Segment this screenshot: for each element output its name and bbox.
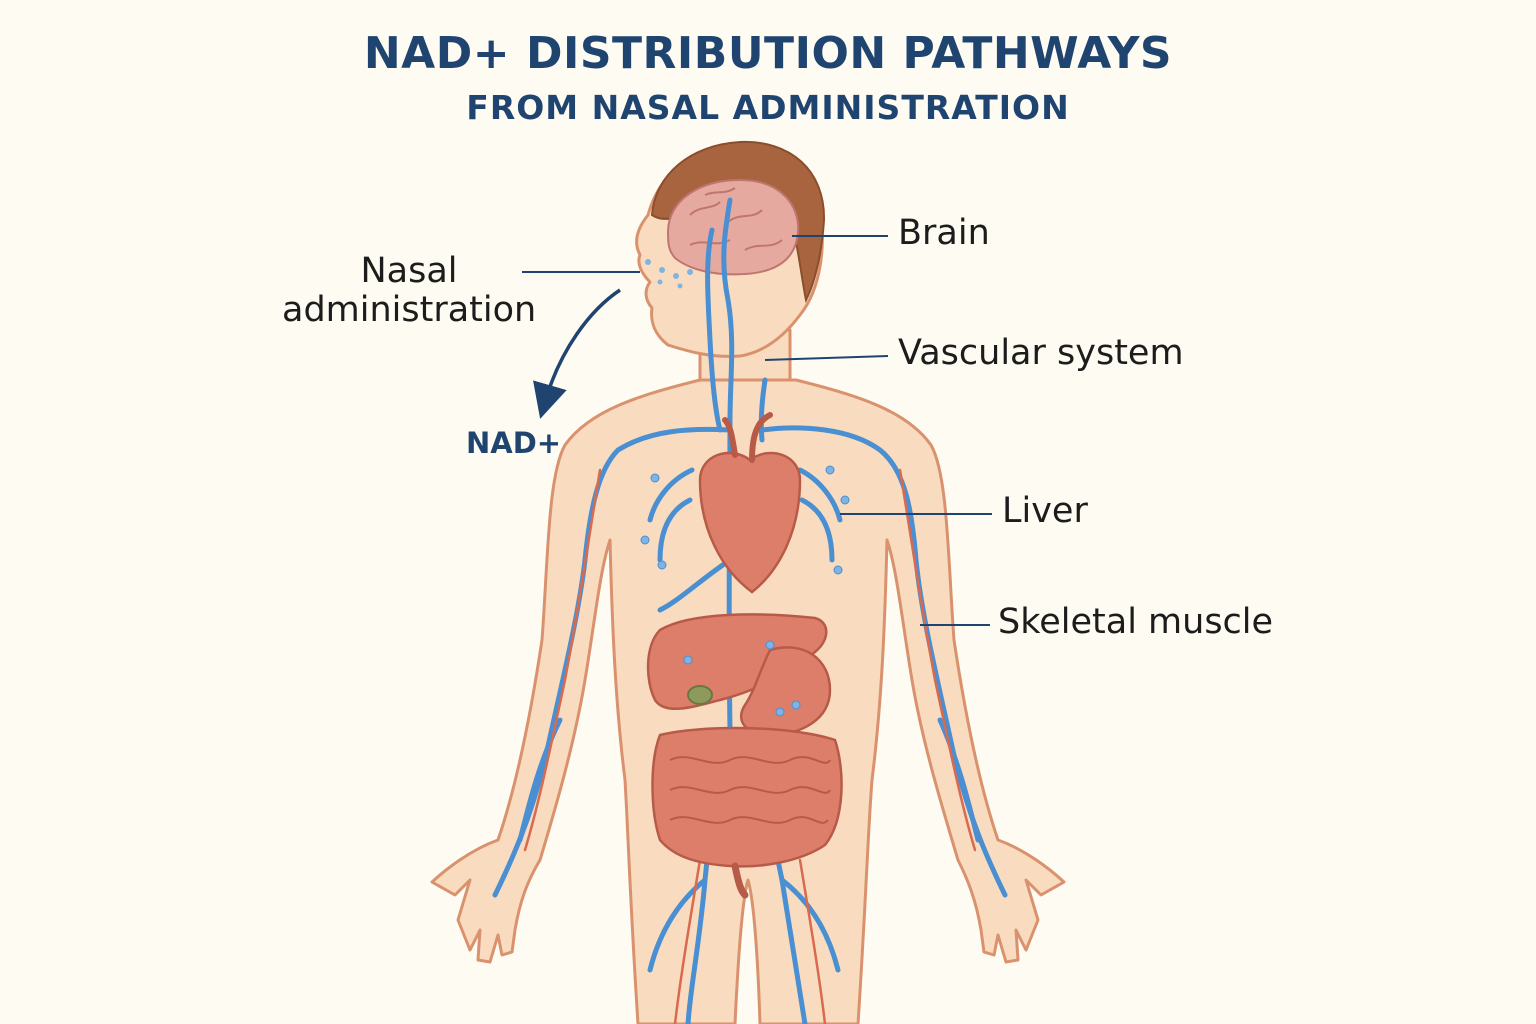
gallbladder-organ — [687, 685, 713, 705]
leader-line-vascular — [764, 355, 889, 361]
label-skeletal-muscle: Skeletal muscle — [998, 602, 1274, 642]
intestines-organ — [651, 726, 843, 899]
diagram-title: NAD+ DISTRIBUTION PATHWAYS — [363, 28, 1173, 79]
label-brain: Brain — [898, 213, 990, 253]
nad-particles — [640, 465, 850, 717]
label-liver: Liver — [1002, 491, 1088, 531]
label-vascular-system: Vascular system — [898, 333, 1184, 373]
leader-lines — [522, 235, 992, 626]
nad-arrow — [533, 288, 621, 419]
brain-organ — [666, 178, 800, 276]
artery-network — [523, 468, 977, 1024]
nasal-mist-dots — [645, 259, 693, 289]
heart-organ — [698, 412, 802, 594]
label-nad: NAD+ — [466, 426, 562, 460]
diagram-subtitle: FROM NASAL ADMINISTRATION — [466, 88, 1070, 127]
label-nasal-administration: Nasal administration — [282, 251, 537, 331]
